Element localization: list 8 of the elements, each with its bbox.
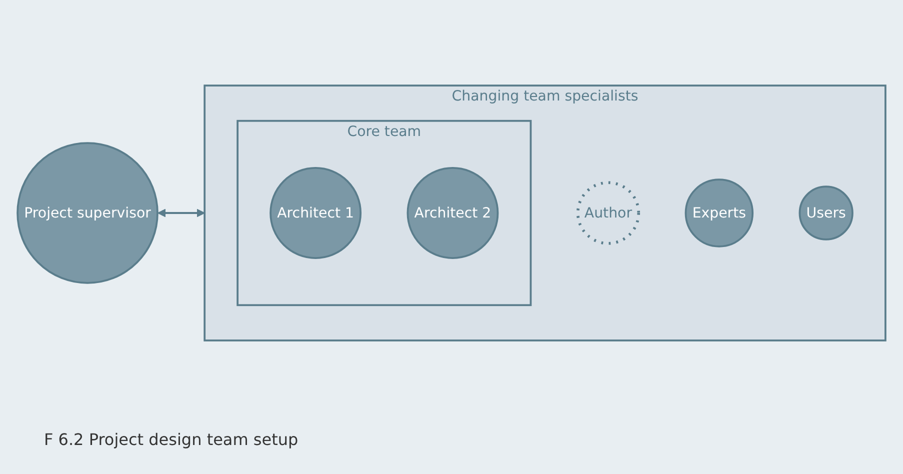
node-circle: Users	[798, 186, 854, 240]
node-circle: Architect 1	[270, 167, 362, 259]
node-circle: Architect 2	[406, 167, 499, 259]
node-circle: Author	[576, 181, 640, 245]
figure-caption: F 6.2 Project design team setup	[44, 430, 298, 449]
node-circle: Experts	[684, 178, 754, 248]
arrow	[158, 208, 205, 218]
node-circle: Project supervisor	[16, 142, 158, 284]
